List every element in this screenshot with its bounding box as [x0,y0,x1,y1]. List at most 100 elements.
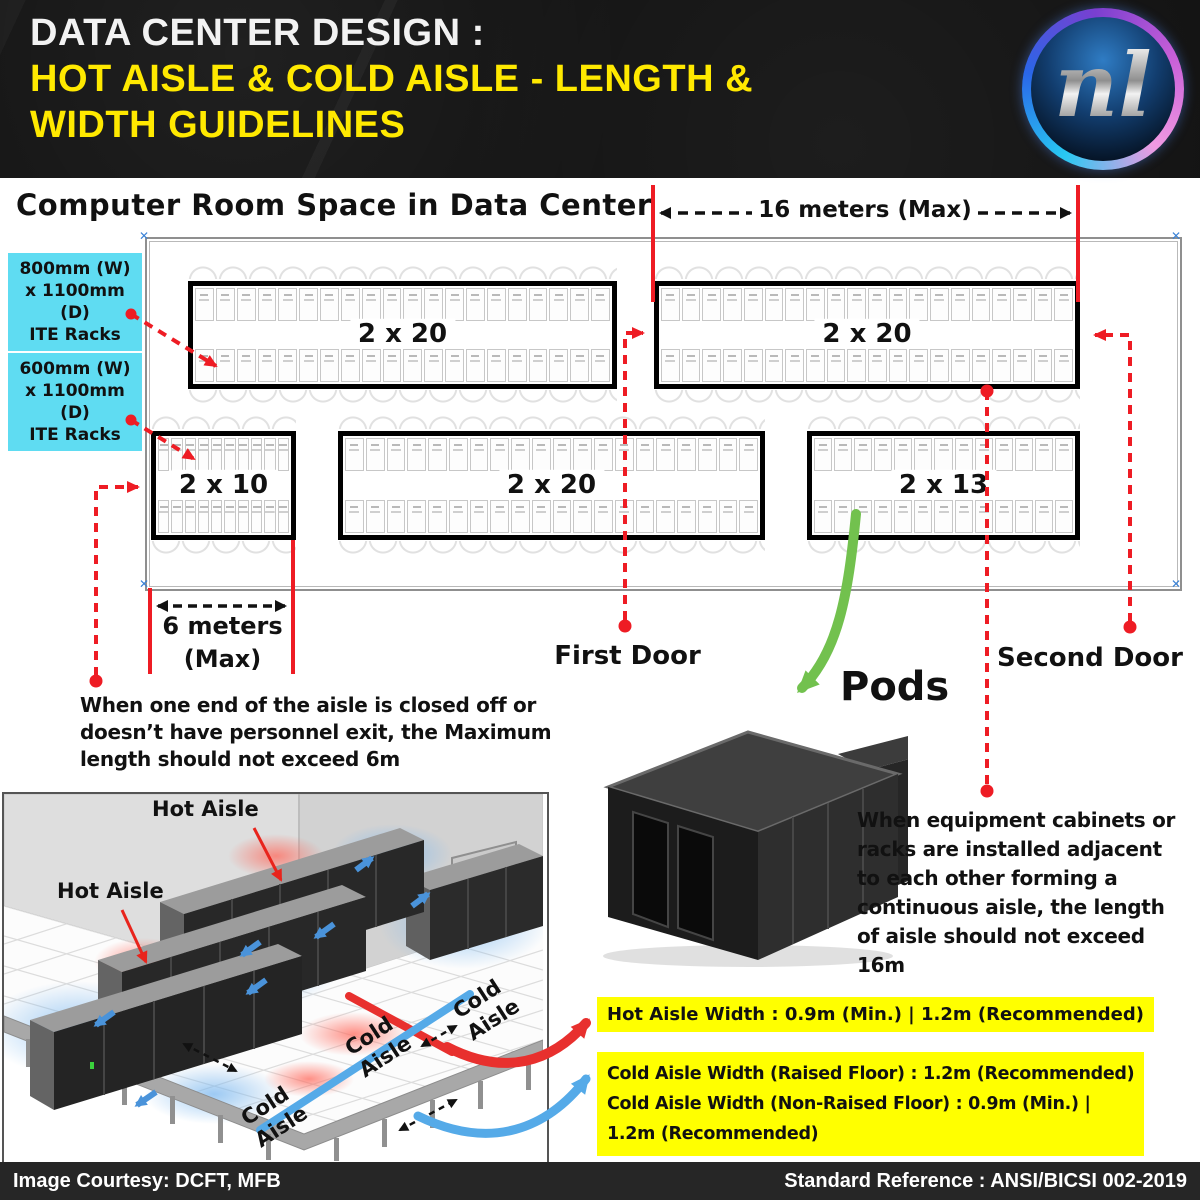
rack-cell [814,438,833,471]
rack-row-label: 2 x 20 [349,318,456,349]
rack-cell [677,500,696,533]
rack-cell [805,288,825,321]
rack-cell [171,500,183,533]
pods-illustration [603,730,943,967]
note-line: length should not exceed 6m [80,747,400,771]
rack-cell [888,349,908,382]
guideline-line: Cold Aisle Width (Non-Raised Floor) : 0.… [607,1094,1091,1114]
rack-cell [785,349,804,382]
measure-16m-label: 16 meters (Max) [758,197,972,223]
rack-cell [1033,349,1053,382]
hot-aisle-width-guideline: Hot Aisle Width : 0.9m (Min.) | 1.2m (Re… [597,997,1155,1032]
rack-cell [382,349,402,382]
rack-cell [1033,288,1053,321]
rack-cell [528,349,548,382]
rack-cell [814,500,833,533]
rack-cell [251,438,263,471]
rack-cell [236,288,256,321]
footer-bar: Image Courtesy: DCFT, MFB Standard Refer… [0,1162,1200,1200]
rack-cell [184,500,196,533]
rack-row: 2 x 10 [151,431,296,540]
rack-cell [594,500,613,533]
rack-cell [570,349,590,382]
rack-cell-band [659,347,1075,384]
rack-cell [531,438,551,471]
rack-cell [386,438,406,471]
door-swing-decoration-layer [147,239,1176,585]
rack-cell [511,500,530,533]
rack-cell [974,438,993,471]
rack-cell [158,500,170,533]
rack-cell [278,349,298,382]
rack-cell [909,288,929,321]
rack-cell [718,438,738,471]
rack-cell [570,288,590,321]
corner-handle-icon: ✕ [1171,577,1182,591]
rack-row-label: 2 x 20 [814,318,920,349]
rack-cell [950,288,970,321]
header-banner: DATA CENTER DESIGN : HOT AISLE & COLD AI… [0,0,1200,178]
rack-cell [257,349,277,382]
rack-cell [974,500,993,533]
title-line-2: HOT AISLE & COLD AISLE - LENGTH & [30,58,754,100]
rack-cell [591,288,610,321]
rack-cell-band [193,347,612,384]
rack-row: 2 x 13 [807,431,1080,540]
rack-cell [1034,500,1053,533]
callout-line: x 1100mm (D) [25,381,125,423]
rack-cell [661,288,680,321]
rack-cell [874,438,893,471]
rack-cell-band [343,436,760,473]
door-swing-arcs [807,395,1080,429]
measure-6m-label: 6 meters [162,612,283,640]
corner-handle-icon: ✕ [1171,229,1182,243]
brand-logo: nl [1022,8,1184,170]
rack-cell [386,500,406,533]
rack-cell [894,438,913,471]
hot-cold-aisle-illustration: Cold Aisle Cold Aisle Cold Aisle [0,792,549,1167]
rack-cell [834,438,853,471]
rack-row-label: 2 x 13 [890,469,997,500]
rack-cell [403,349,423,382]
rack-cell [930,288,949,321]
note-16m-rule: When equipment cabinets or racks are ins… [857,806,1175,980]
rack-cell [656,500,675,533]
callout-line: ITE Racks [29,425,121,445]
rack-cell [697,500,717,533]
rack-cell [954,500,973,533]
pod-glass-door [632,810,669,929]
rack-size-callout-800: 800mm (W) x 1100mm (D) ITE Racks [8,253,142,351]
rack-cell [826,349,846,382]
rack-cell [277,438,289,471]
rack-cell [743,349,763,382]
rack-cell [195,288,214,321]
brand-logo-text: nl [1054,33,1152,137]
door-swing-arcs [654,245,1080,279]
rack-cell [264,500,276,533]
rack-cell [614,438,634,471]
rack-cell [257,288,277,321]
rack-cell [739,438,758,471]
rack-cell [211,438,223,471]
rack-cell-band [193,286,612,323]
rack-cell [739,500,758,533]
door-swing-arcs [188,245,617,279]
pods-label: Pods [840,664,950,710]
title-line-3: WIDTH GUIDELINES [30,104,406,146]
rack-cell [847,288,867,321]
plan-heading: Computer Room Space in Data Center [16,188,652,222]
rack-cell [954,438,973,471]
rack-cell [158,438,170,471]
rack-size-callout-600: 600mm (W) x 1100mm (D) ITE Racks [8,353,142,451]
hot-aisle-pointer [252,827,283,882]
rack-cell [448,438,468,471]
note-line: When one end of the aisle is closed off … [80,693,537,717]
rack-cell [340,288,360,321]
note-line: racks are installed adjacent [857,837,1162,861]
rack-cell-band [812,436,1075,473]
rack-cell [345,500,364,533]
rack-cell [552,438,572,471]
rack-cell [365,438,385,471]
rack-cell [681,349,701,382]
rack-cell [448,500,468,533]
